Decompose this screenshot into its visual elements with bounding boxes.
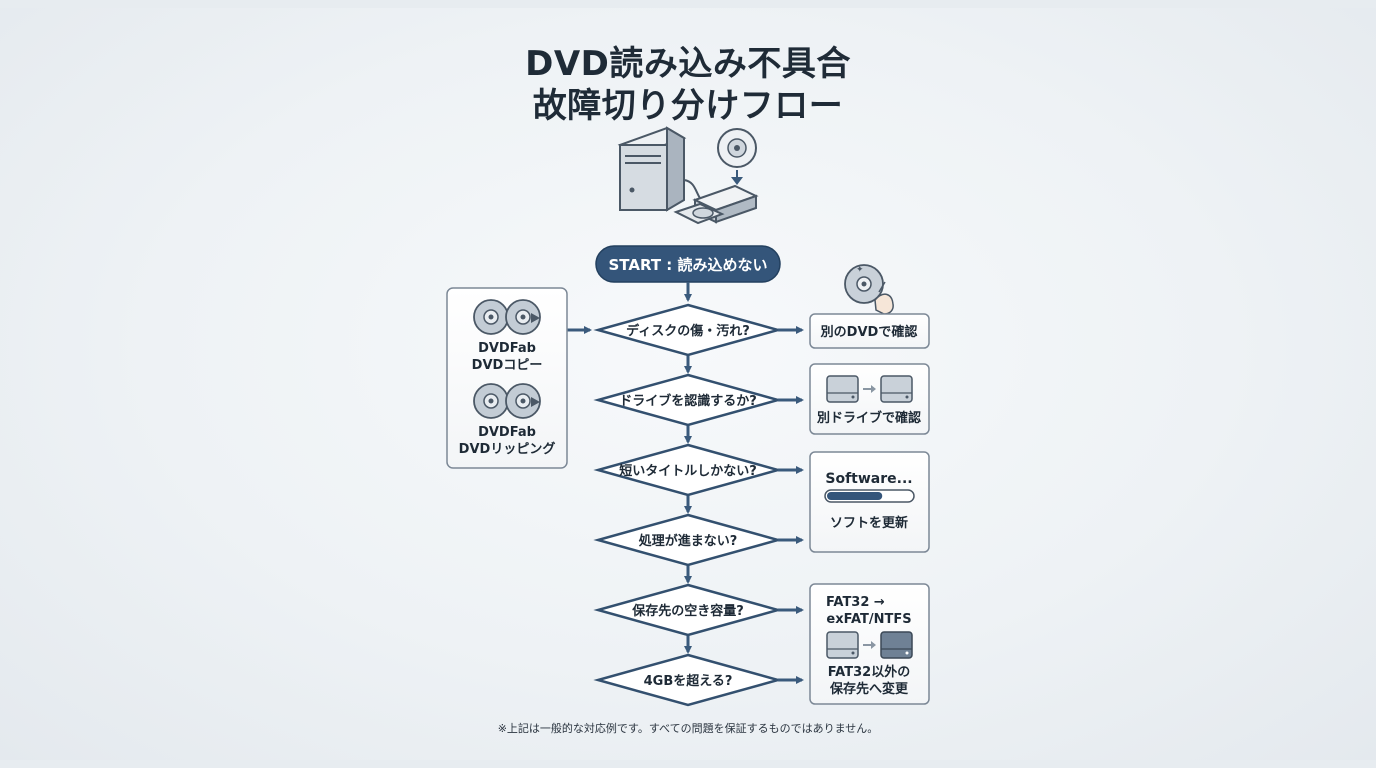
diagram-title-line2: 故障切り分けフロー — [532, 86, 844, 126]
storage-swap-icon — [826, 631, 913, 659]
decision-q6: 4GBを超える? — [593, 653, 783, 707]
disc-insert-icon — [717, 128, 757, 185]
fat32-line1: FAT32 → — [826, 595, 885, 610]
fat32-line3: FAT32以外の — [828, 664, 910, 680]
svg-text:✦: ✦ — [856, 265, 864, 275]
fat32-line4: 保存先へ変更 — [829, 681, 909, 697]
diagram-title-line1: DVD読み込み不具合 — [525, 44, 851, 84]
action-other-dvd-label: 別のDVDで確認 — [820, 324, 918, 340]
decision-q3: 短いタイトルしかない? — [593, 443, 783, 497]
copy-discs-icon — [473, 299, 541, 335]
software-heading: Software... — [825, 471, 912, 487]
decision-q2-label: ドライブを認識するか? — [619, 393, 757, 409]
decision-q6-label: 4GBを超える? — [644, 673, 733, 689]
tool-ripping-line2: DVDリッピング — [459, 441, 556, 457]
optical-drive-icon — [673, 184, 759, 225]
decision-q1: ディスクの傷・汚れ? — [593, 303, 783, 357]
decision-q5-label: 保存先の空き容量? — [631, 603, 744, 619]
footnote: ※上記は一般的な対応例です。すべての問題を保証するものではありません。 — [497, 722, 879, 735]
action-fat32: FAT32 → exFAT/NTFS FAT32以外の 保存先へ変更 — [809, 583, 930, 705]
action-connectors — [567, 326, 804, 684]
tool-copy-line1: DVDFab — [478, 341, 536, 356]
pc-tower-icon — [617, 126, 687, 212]
decision-q4: 処理が進まない? — [593, 513, 783, 567]
action-other-drive: 別ドライブで確認 — [809, 363, 930, 435]
tool-copy-line2: DVDコピー — [472, 358, 543, 373]
fat32-line2: exFAT/NTFS — [826, 612, 911, 627]
action-other-drive-label: 別ドライブで確認 — [816, 410, 921, 426]
start-label: START : 読み込めない — [608, 256, 767, 274]
start-node: START : 読み込めない — [595, 245, 781, 283]
decision-q2: ドライブを認識するか? — [593, 373, 783, 427]
tools-panel: DVDFab DVDコピー DVDFab DVDリッピング — [446, 287, 568, 469]
drive-swap-icon — [826, 375, 913, 403]
software-progress-fill — [827, 492, 883, 500]
action-software-update: Software... ソフトを更新 — [809, 451, 930, 553]
computer-drive-illustration — [617, 126, 759, 225]
decision-q4-label: 処理が進まない? — [638, 533, 738, 549]
hand-disc-icon: ✦ — [844, 264, 894, 315]
software-update-label: ソフトを更新 — [830, 515, 908, 531]
ripping-discs-icon — [473, 383, 541, 419]
decision-q5: 保存先の空き容量? — [593, 583, 783, 637]
action-other-dvd: 別のDVDで確認 — [809, 313, 930, 349]
decision-q3-label: 短いタイトルしかない? — [619, 463, 757, 479]
tool-ripping-line1: DVDFab — [478, 425, 536, 440]
decision-q1-label: ディスクの傷・汚れ? — [626, 323, 750, 339]
